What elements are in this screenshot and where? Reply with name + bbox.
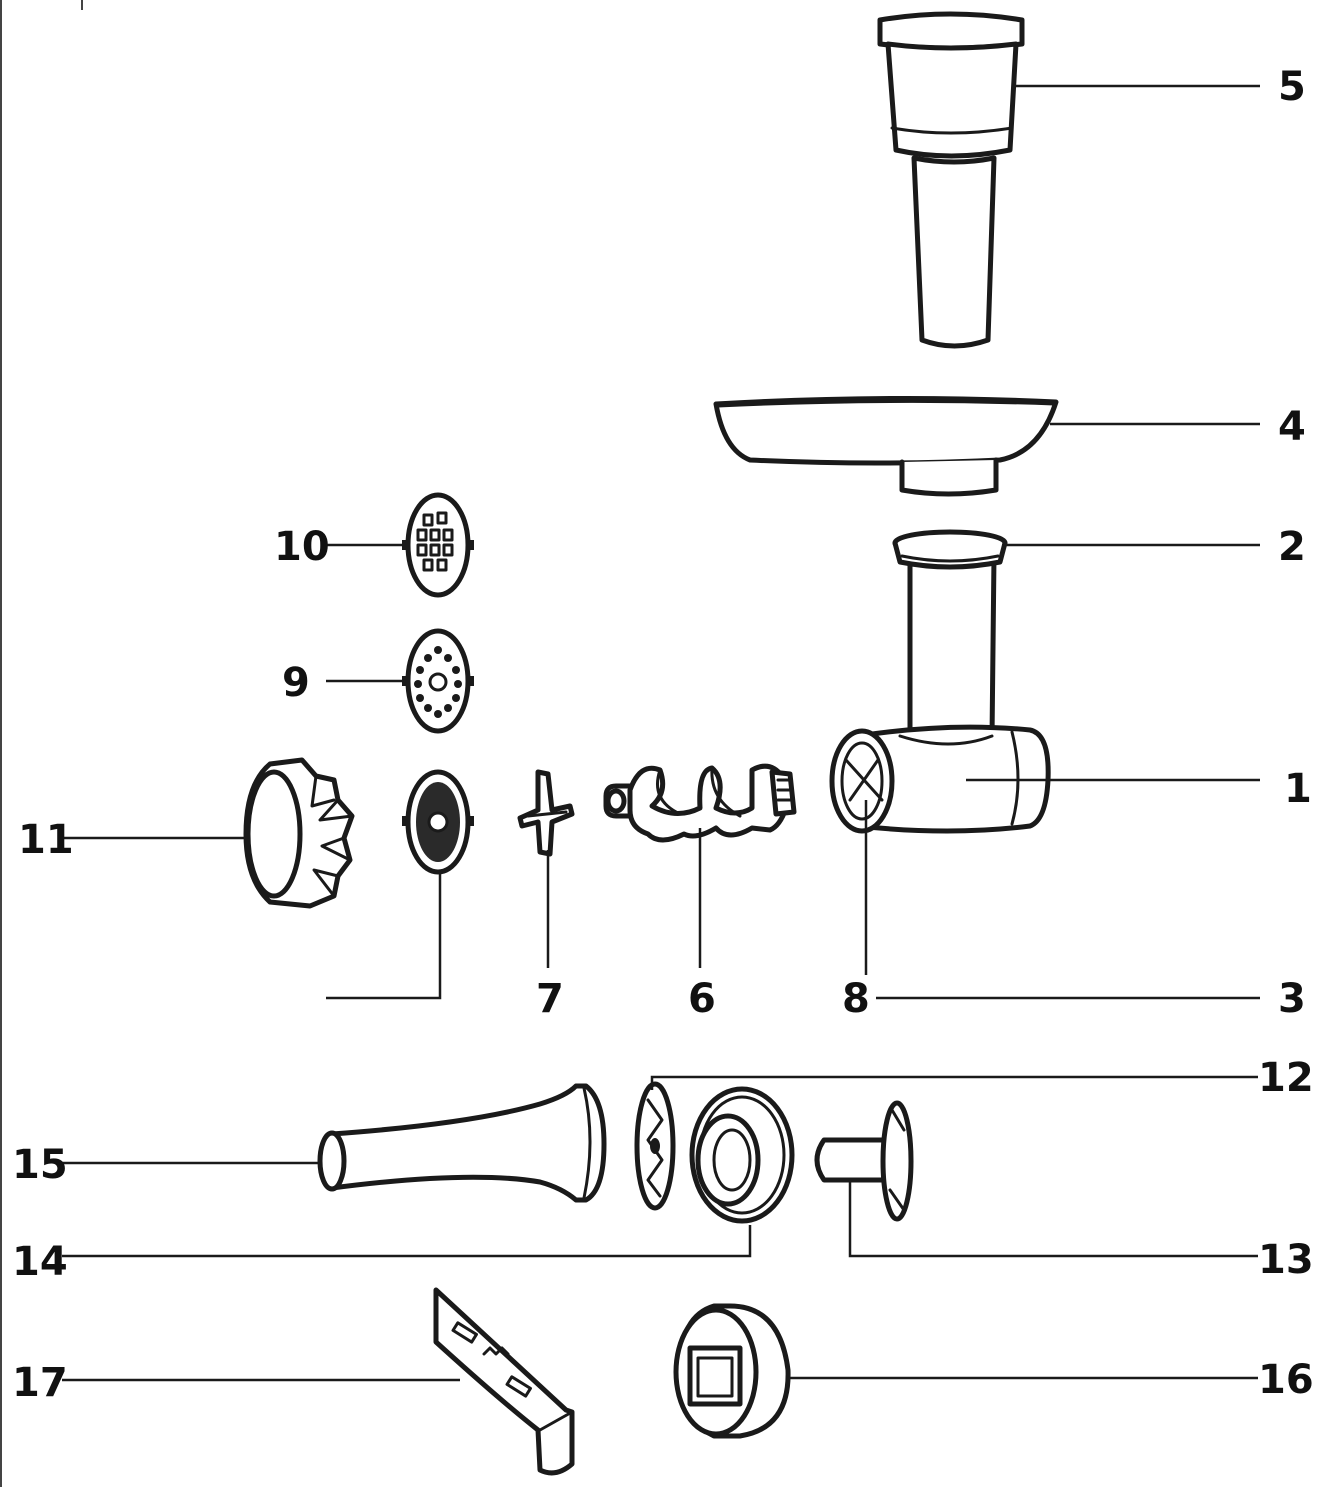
cutting-knife-part [517,769,575,857]
kebbe-cone-part [814,1100,914,1222]
star-disc-part [634,1081,676,1211]
auger-part [603,763,797,843]
cap-part [673,1303,791,1439]
callout-6: 6 [688,976,716,1022]
grinder-housing-part [829,529,1051,834]
callout-1: 1 [1284,766,1312,812]
cookie-attachment-part [433,1287,575,1476]
callout-12: 12 [1258,1055,1314,1101]
callout-17: 17 [12,1360,68,1406]
callout-7: 7 [536,976,564,1022]
sausage-funnel-part [317,1083,607,1203]
leader-lines [62,84,1260,1382]
callout-11: 11 [18,817,74,863]
tray-part [713,395,1059,497]
callout-3: 3 [1278,976,1306,1022]
callout-9: 9 [282,660,310,706]
callout-14: 14 [12,1239,68,1285]
callout-labels: 5 4 2 10 9 1 11 7 6 8 3 12 15 14 13 16 1… [12,64,1314,1406]
pusher-part [877,11,1025,349]
callout-2: 2 [1278,524,1306,570]
ring-nut-part [243,757,355,909]
medium-plate-part [402,628,474,734]
fine-plate-part [402,769,474,875]
callout-10: 10 [274,524,330,570]
callout-5: 5 [1278,64,1306,110]
coarse-plate-part [402,492,474,598]
adapter-ring-part [689,1086,795,1224]
callout-16: 16 [1258,1357,1314,1403]
callout-8: 8 [842,976,870,1022]
callout-15: 15 [12,1142,68,1188]
callout-13: 13 [1258,1237,1314,1283]
callout-4: 4 [1278,404,1306,450]
